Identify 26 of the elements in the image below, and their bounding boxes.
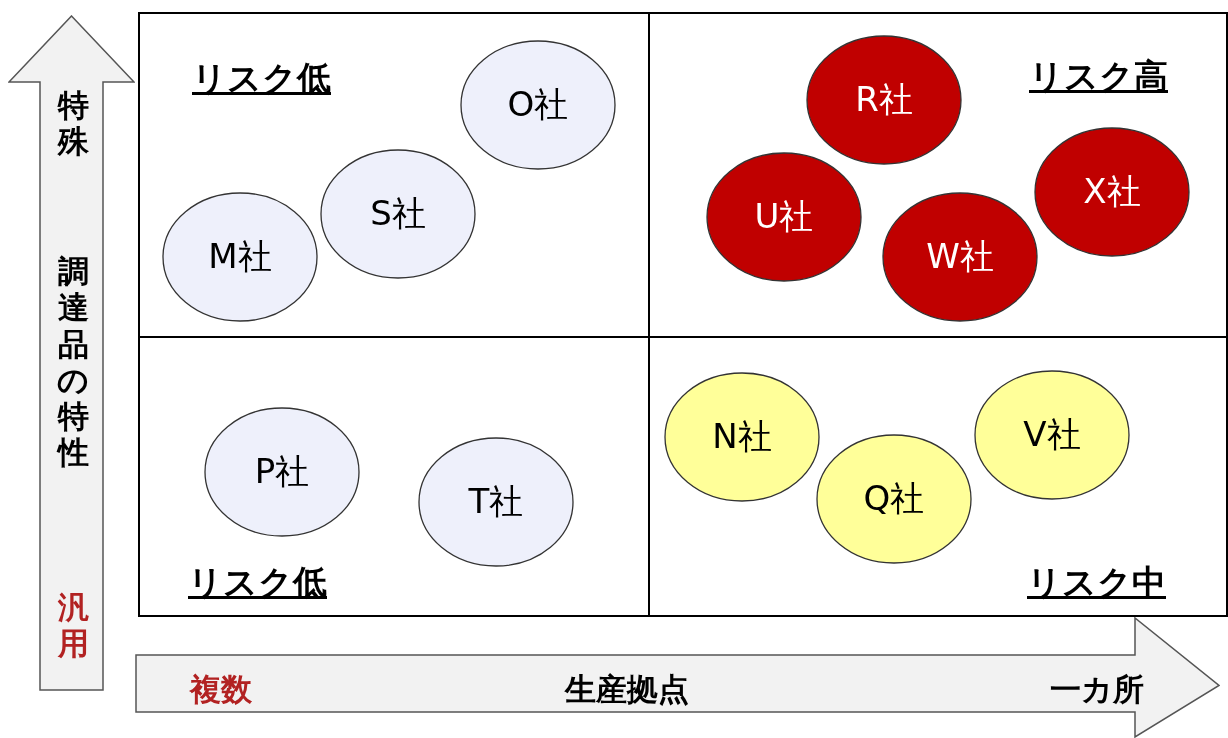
quadrant-cell xyxy=(138,12,650,338)
company-ellipse: V社 xyxy=(974,370,1130,500)
quadrant-cell xyxy=(138,336,650,617)
company-ellipse: M社 xyxy=(162,192,318,322)
company-ellipse: Q社 xyxy=(816,434,972,564)
company-ellipse: T社 xyxy=(418,437,574,567)
company-ellipse: W社 xyxy=(882,192,1038,322)
axis-label: 生産拠点 xyxy=(565,670,689,709)
axis-label: 複数 xyxy=(190,670,252,709)
risk-label: リスク中 xyxy=(1027,561,1166,604)
company-ellipse: O社 xyxy=(460,40,616,170)
quadrant-cell xyxy=(648,12,1228,338)
company-ellipse: X社 xyxy=(1034,127,1190,257)
quadrant-cell xyxy=(648,336,1228,617)
company-ellipse: S社 xyxy=(320,149,476,279)
risk-label: リスク高 xyxy=(1029,55,1168,98)
axis-label: 特殊 xyxy=(56,87,90,160)
risk-label: リスク低 xyxy=(188,561,327,604)
company-ellipse: P社 xyxy=(204,407,360,537)
company-ellipse: U社 xyxy=(706,152,862,282)
axis-label: 調達品の特性 xyxy=(56,253,90,471)
axis-label: 汎用 xyxy=(56,589,90,662)
risk-label: リスク低 xyxy=(192,57,331,100)
company-ellipse: N社 xyxy=(664,372,820,502)
company-ellipse: R社 xyxy=(806,35,962,165)
axis-label: 一カ所 xyxy=(1050,670,1144,709)
